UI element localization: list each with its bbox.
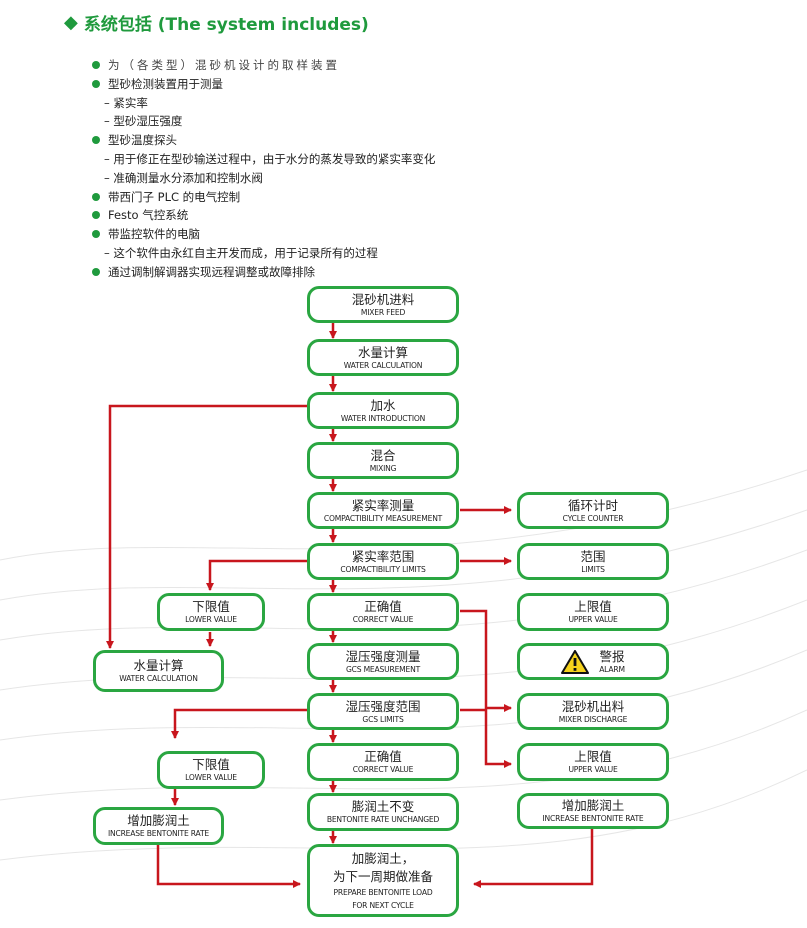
box-label-en: CORRECT VALUE [352, 615, 414, 624]
box-label-en: UPPER VALUE [568, 615, 618, 624]
box-label-en: WATER INTRODUCTION [340, 413, 426, 423]
list-item: 型砂检测装置用于测量 [90, 75, 435, 94]
box-label-cn: 湿压强度范围 [345, 698, 421, 714]
arrow [206, 559, 308, 591]
box-label-en: MIXER FEED [360, 307, 406, 317]
box-label-cn: 范围 [580, 548, 606, 564]
box-label-en: INCREASE BENTONITE RATE [107, 829, 209, 838]
list-subitem: – 准确测量水分添加和控制水阀 [104, 170, 263, 185]
section-header: ◆ 系统包括 (The system includes) [64, 10, 369, 35]
box-label-en: ALARM [599, 664, 625, 674]
compactibility-measurement-box: 紧实率测量 COMPACTIBILITY MEASUREMENT [307, 492, 459, 529]
list-subitem: – 紧实率 [104, 95, 148, 110]
lower-value-box-1: 下限值 LOWER VALUE [157, 593, 265, 631]
compactibility-limits-box: 紧实率范围 COMPACTIBILITY LIMITS [307, 543, 459, 580]
mixer-discharge-box: 混砂机出料 MIXER DISCHARGE [517, 693, 669, 730]
box-label-en: BENTONITE RATE UNCHANGED [326, 815, 440, 824]
diamond-icon: ◆ [64, 11, 78, 33]
water-calculation-box-2: 水量计算 WATER CALCULATION [93, 650, 224, 692]
arrow [460, 708, 512, 768]
box-label-en: UPPER VALUE [568, 765, 618, 774]
box-label-cn: 混砂机出料 [561, 698, 625, 714]
list-item: 带西门子 PLC 的电气控制 [90, 188, 435, 207]
cycle-counter-box: 循环计时 CYCLE COUNTER [517, 492, 669, 529]
alarm-content: 警报 ALARM [561, 649, 625, 675]
box-label-cn: 水量计算 [357, 344, 408, 360]
feature-list: 为（各类型）混砂机设计的取样装置 型砂检测装置用于测量 – 紧实率 – 型砂湿压… [90, 56, 435, 282]
box-label-en: COMPACTIBILITY MEASUREMENT [323, 513, 443, 523]
box-label-en: MIXING [369, 463, 397, 473]
box-label-en: GCS MEASUREMENT [345, 664, 421, 674]
list-item: 通过调制解调器实现远程调整或故障排除 [90, 263, 435, 282]
box-label-cn: 紧实率范围 [351, 548, 415, 564]
box-label-en: MIXER DISCHARGE [558, 714, 628, 724]
arrow [156, 845, 301, 888]
bentonite-unchanged-box: 膨润土不变 BENTONITE RATE UNCHANGED [307, 793, 459, 831]
list-item: 带监控软件的电脑 [90, 225, 435, 244]
box-label-cn: 增加膨润土 [561, 798, 625, 813]
lower-value-box-2: 下限值 LOWER VALUE [157, 751, 265, 789]
list-item: 型砂温度探头 [90, 131, 435, 150]
box-label-cn: 膨润土不变 [351, 799, 415, 814]
water-calculation-box: 水量计算 WATER CALCULATION [307, 339, 459, 376]
box-label-cn: 混砂机进料 [351, 291, 415, 307]
upper-value-box-1: 上限值 UPPER VALUE [517, 593, 669, 631]
mixer-feed-box: 混砂机进料 MIXER FEED [307, 286, 459, 323]
box-label-cn: 警报 [599, 648, 625, 664]
box-label-cn: 正确值 [364, 749, 402, 764]
box-label-en: COMPACTIBILITY LIMITS [340, 564, 426, 574]
box-label-en: CORRECT VALUE [352, 765, 414, 774]
mixing-box: 混合 MIXING [307, 442, 459, 479]
box-label-cn: 混合 [370, 447, 396, 463]
box-label-en: INCREASE BENTONITE RATE [542, 814, 644, 823]
increase-bentonite-box-1: 增加膨润土 INCREASE BENTONITE RATE [93, 807, 224, 845]
box-label-cn: 下限值 [192, 757, 230, 772]
correct-value-box-1: 正确值 CORRECT VALUE [307, 593, 459, 631]
limits-box: 范围 LIMITS [517, 543, 669, 580]
box-label-cn: 湿压强度测量 [345, 648, 421, 664]
box-label-cn: 加水 [370, 397, 396, 413]
section-title: 系统包括 (The system includes) [83, 15, 369, 35]
box-label-en: FOR NEXT CYCLE [352, 900, 414, 910]
gcs-limits-box: 湿压强度范围 GCS LIMITS [307, 693, 459, 730]
box-label-en: LIMITS [581, 564, 605, 574]
box-label-cn: 循环计时 [567, 497, 618, 513]
arrow [171, 708, 308, 739]
box-label-en: LOWER VALUE [185, 773, 237, 782]
box-label-cn: 紧实率测量 [351, 497, 415, 513]
arrow [473, 828, 594, 888]
prepare-bentonite-box: 加膨润土， 为下一周期做准备 PREPARE BENTONITE LOAD FO… [307, 844, 459, 917]
arrow [460, 609, 512, 712]
gcs-measurement-box: 湿压强度测量 GCS MEASUREMENT [307, 643, 459, 680]
list-item: 为（各类型）混砂机设计的取样装置 [90, 56, 435, 75]
box-label-en: GCS LIMITS [362, 714, 404, 724]
increase-bentonite-box-2: 增加膨润土 INCREASE BENTONITE RATE [517, 793, 669, 829]
list-subitem: – 用于修正在型砂输送过程中，由于水分的蒸发导致的紧实率变化 [104, 151, 436, 166]
correct-value-box-2: 正确值 CORRECT VALUE [307, 743, 459, 781]
box-label-cn: 正确值 [364, 599, 402, 614]
alarm-box: 警报 ALARM [517, 643, 669, 680]
box-label-en: CYCLE COUNTER [562, 513, 624, 523]
upper-value-box-2: 上限值 UPPER VALUE [517, 743, 669, 781]
list-subitem: – 这个软件由永红自主开发而成，用于记录所有的过程 [104, 245, 378, 260]
box-label-cn: 加膨润土， [351, 850, 415, 866]
water-introduction-box: 加水 WATER INTRODUCTION [307, 392, 459, 429]
warning-triangle-icon [561, 649, 590, 674]
box-label-cn: 上限值 [574, 599, 612, 614]
box-label-en: WATER CALCULATION [119, 674, 198, 683]
box-label-en: PREPARE BENTONITE LOAD [333, 887, 433, 897]
arrow [106, 404, 308, 649]
box-label-en: LOWER VALUE [185, 615, 237, 624]
alarm-text: 警报 ALARM [599, 649, 625, 675]
box-label-cn: 为下一周期做准备 [332, 868, 433, 884]
list-item: Festo 气控系统 [90, 206, 435, 225]
list-subitem: – 型砂湿压强度 [104, 114, 183, 129]
box-label-en: WATER CALCULATION [343, 360, 423, 370]
box-label-cn: 下限值 [192, 599, 230, 614]
box-label-cn: 水量计算 [133, 658, 184, 673]
box-label-cn: 增加膨润土 [127, 813, 190, 828]
box-label-cn: 上限值 [574, 749, 612, 764]
